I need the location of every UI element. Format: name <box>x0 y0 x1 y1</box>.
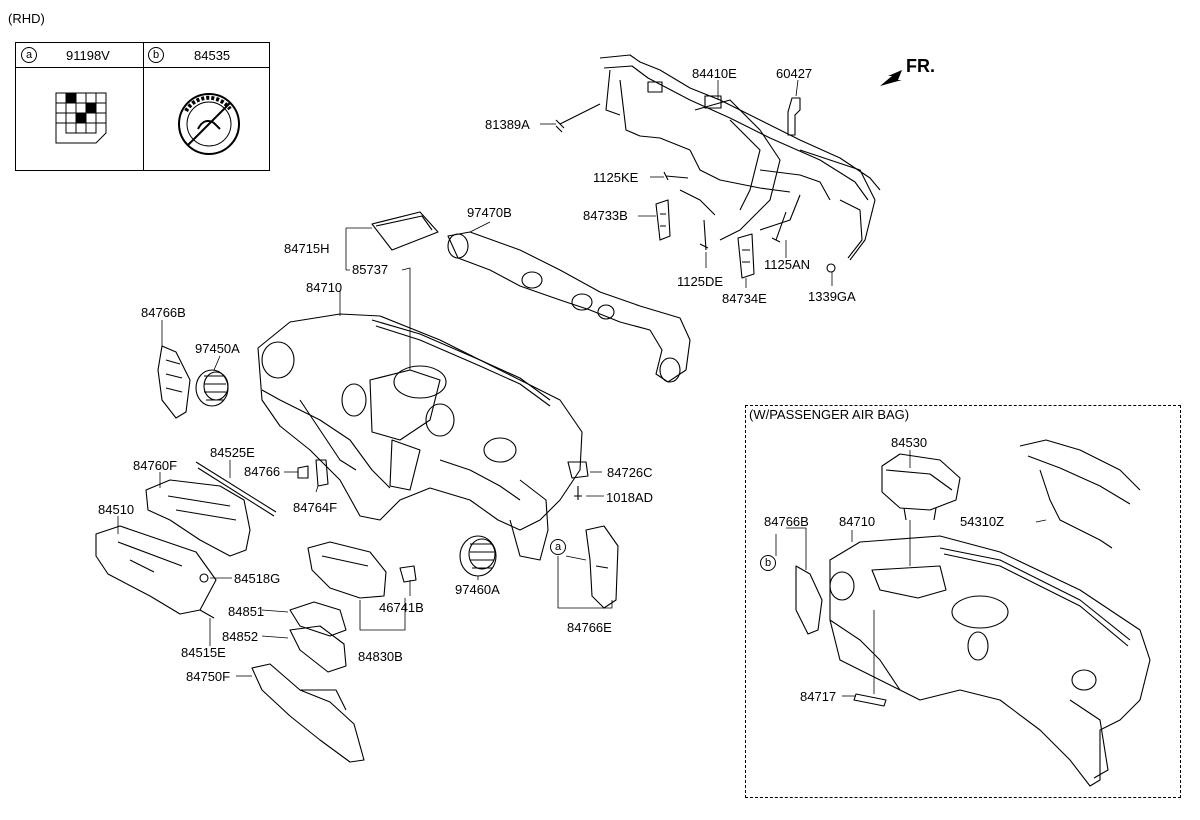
airbag-section-art <box>795 439 1151 787</box>
bolt-1125DE-part <box>699 219 709 251</box>
part-label-84760F: 84760F <box>133 458 178 473</box>
bracket-84764F-part <box>315 459 329 487</box>
part-label-84715H: 84715H <box>284 241 330 256</box>
clip-grid-icon <box>55 92 107 144</box>
part-label-60427: 60427 <box>776 66 813 81</box>
part-label-1339GA: 1339GA <box>808 289 856 304</box>
callout-a-marker: a <box>550 539 566 555</box>
part-label-97460A: 97460A <box>455 582 500 597</box>
airbag-section-title: (W/PASSENGER AIR BAG) <box>749 407 910 422</box>
pin-84515E-part <box>199 609 215 619</box>
part-label-84734E: 84734E <box>722 291 767 306</box>
variant-label: (RHD) <box>8 11 45 26</box>
air-vent-97460A-part <box>459 535 497 577</box>
part-label-84510: 84510 <box>98 502 135 517</box>
airbag-part-label-84710: 84710 <box>839 514 876 529</box>
bolt-1125KE-part <box>663 171 689 181</box>
part-label-84852: 84852 <box>222 629 259 644</box>
nut-1339GA-part <box>826 263 836 273</box>
airbag-part-label-54310Z: 54310Z <box>960 514 1005 529</box>
defroster-duct-part <box>447 231 691 383</box>
bracket-84726C-part <box>567 461 589 479</box>
passenger-airbag-section <box>745 405 1181 798</box>
part-label-46741B: 46741B <box>379 600 424 615</box>
part-label-84515E: 84515E <box>181 645 226 660</box>
bolt-1125AN-part <box>771 211 787 243</box>
legend-b-part: 84535 <box>194 48 231 63</box>
part-label-84830B: 84830B <box>358 649 403 664</box>
bolt-81389A-part <box>555 103 601 133</box>
cluster-fascia-part <box>307 541 387 599</box>
bolt-1018AD-part <box>574 486 582 500</box>
part-label-84766E: 84766E <box>567 620 612 635</box>
upper-cover-part <box>371 211 439 251</box>
glove-box-housing-part <box>145 479 251 557</box>
clip-84766-part <box>297 465 309 479</box>
part-label-84518G: 84518G <box>234 571 281 586</box>
part-label-97470B: 97470B <box>467 205 512 220</box>
part-label-1125DE: 1125DE <box>677 274 724 289</box>
crash-pad-main-part <box>257 313 583 561</box>
airbag-off-label-icon <box>178 93 240 155</box>
part-label-84766: 84766 <box>244 464 281 479</box>
part-label-1125KE: 1125KE <box>593 170 639 185</box>
part-label-1018AD: 1018AD <box>606 490 653 505</box>
cowl-crossbar-part <box>599 54 881 261</box>
airbag-part-label-84717: 84717 <box>800 689 837 704</box>
part-label-84851: 84851 <box>228 604 265 619</box>
legend-table: a 91198V b 84535 <box>15 42 270 171</box>
air-vent-97450A-part <box>195 369 229 407</box>
cover-84851-part <box>289 601 347 637</box>
lower-panel-part <box>251 663 365 763</box>
side-cover-84766B-part <box>157 345 191 419</box>
part-label-84766B: 84766B <box>141 305 186 320</box>
front-arrow-icon <box>880 70 902 86</box>
airbag-part-label-84766B: 84766B <box>764 514 809 529</box>
part-label-84410E: 84410E <box>692 66 737 81</box>
part-label-85737: 85737 <box>352 262 389 277</box>
part-label-1125AN: 1125AN <box>764 257 811 272</box>
cover-84852-part <box>289 625 347 673</box>
part-label-97450A: 97450A <box>195 341 240 356</box>
clip-46741B-part <box>399 565 417 583</box>
part-label-81389A: 81389A <box>485 117 530 132</box>
side-cover-84766E-part <box>585 525 619 609</box>
bracket-84525E-part <box>195 461 277 517</box>
bracket-84733B-part <box>655 199 671 241</box>
airbag-part-label-84530: 84530 <box>891 435 928 450</box>
glove-box-part <box>95 525 217 615</box>
bracket-60427-part <box>787 97 801 136</box>
part-label-84733B: 84733B <box>583 208 628 223</box>
part-label-84764F: 84764F <box>293 500 338 515</box>
legend-a-letter: a <box>21 47 37 63</box>
legend-b-letter: b <box>148 47 164 63</box>
part-label-84710: 84710 <box>306 280 343 295</box>
legend-a-part: 91198V <box>66 48 110 63</box>
part-label-84525E: 84525E <box>210 445 255 460</box>
part-label-84726C: 84726C <box>607 465 653 480</box>
callout-b-marker: b <box>760 555 776 571</box>
front-direction-label: FR. <box>906 56 935 76</box>
damper-84518G-part <box>199 573 209 583</box>
bracket-84734E-part <box>737 233 755 279</box>
part-label-84750F: 84750F <box>186 669 231 684</box>
